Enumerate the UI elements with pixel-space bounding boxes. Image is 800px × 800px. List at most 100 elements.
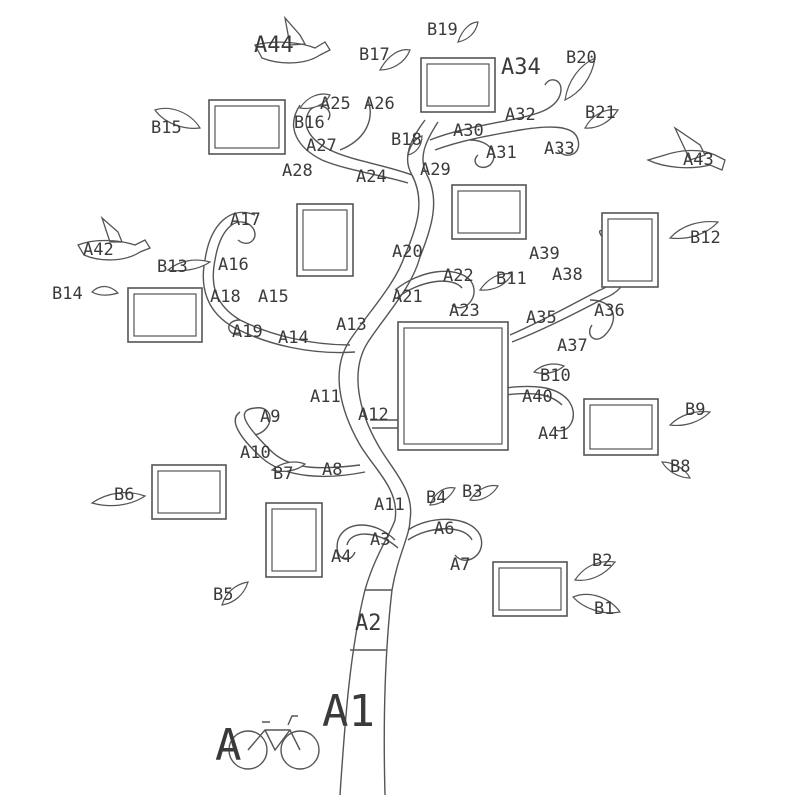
label-A21: A21 <box>392 287 423 307</box>
label-A24: A24 <box>356 167 387 187</box>
label-B14: B14 <box>52 284 83 304</box>
label-A3: A3 <box>370 530 390 550</box>
bicycle-icon <box>228 715 320 770</box>
label-A36: A36 <box>594 301 625 321</box>
leaf <box>90 492 147 507</box>
label-A29: A29 <box>420 160 451 180</box>
label-A22: A22 <box>443 266 474 286</box>
label-B19: B19 <box>427 20 458 40</box>
photo-frame <box>296 203 354 277</box>
leaf <box>378 49 411 71</box>
label-A44: A44 <box>254 33 294 58</box>
leaf <box>668 410 712 427</box>
label-A4: A4 <box>331 547 351 567</box>
leaf <box>532 363 566 374</box>
label-A37: A37 <box>557 336 588 356</box>
label-A9: A9 <box>260 407 280 427</box>
label-A43: A43 <box>683 150 714 170</box>
label-A13: A13 <box>336 315 367 335</box>
photo-frame <box>601 212 659 288</box>
label-A: A <box>215 720 242 771</box>
label-A28: A28 <box>282 161 313 181</box>
label-A30: A30 <box>453 121 484 141</box>
photo-frame <box>420 57 496 113</box>
leaf <box>571 593 622 614</box>
label-A39: A39 <box>529 244 560 264</box>
leaf <box>457 21 479 43</box>
leaf <box>429 487 456 506</box>
label-A12: A12 <box>358 405 389 425</box>
leaf <box>166 259 212 272</box>
label-A17: A17 <box>230 210 261 230</box>
photo-frame <box>583 398 659 456</box>
label-B2: B2 <box>592 551 612 571</box>
label-A35: A35 <box>526 308 557 328</box>
label-B11: B11 <box>496 269 527 289</box>
label-A33: A33 <box>544 139 575 159</box>
photo-frames <box>127 57 659 617</box>
label-B1: B1 <box>594 599 614 619</box>
photo-frame <box>492 561 568 617</box>
label-B10: B10 <box>540 366 571 386</box>
leaf <box>221 581 249 606</box>
leaf <box>668 220 720 240</box>
label-A40: A40 <box>522 387 553 407</box>
label-A31: A31 <box>486 143 517 163</box>
label-B20: B20 <box>566 48 597 68</box>
label-A15: A15 <box>258 287 289 307</box>
leaves <box>90 21 720 614</box>
label-A6: A6 <box>434 519 454 539</box>
label-A26: A26 <box>364 94 395 114</box>
label-B17: B17 <box>359 45 390 65</box>
leaf <box>584 109 620 129</box>
label-B9: B9 <box>685 400 705 420</box>
photo-frame <box>127 287 203 343</box>
label-A10: A10 <box>240 443 271 463</box>
label-B3: B3 <box>462 482 482 502</box>
leaf <box>270 461 307 472</box>
leaf <box>91 285 120 296</box>
tree-trunk <box>338 119 439 796</box>
birds <box>77 15 726 261</box>
bird <box>77 215 151 261</box>
label-B13: B13 <box>157 257 188 277</box>
bird <box>646 126 726 171</box>
label-A25: A25 <box>320 94 351 114</box>
label-A38: A38 <box>552 265 583 285</box>
label-A34: A34 <box>501 55 541 80</box>
label-A19: A19 <box>232 322 263 342</box>
label-A8: A8 <box>322 460 342 480</box>
label-A32: A32 <box>505 105 536 125</box>
label-A14: A14 <box>278 328 309 348</box>
bird <box>254 15 331 64</box>
label-B12: B12 <box>690 228 721 248</box>
label-B16: B16 <box>294 113 325 133</box>
leaf <box>573 560 617 581</box>
label-B4: B4 <box>426 488 446 508</box>
label-A18: A18 <box>210 287 241 307</box>
label-B15: B15 <box>151 118 182 138</box>
label-B18: B18 <box>391 130 422 150</box>
leaf <box>478 273 513 291</box>
leaf <box>564 56 596 102</box>
photo-frame <box>208 99 286 155</box>
label-A2: A2 <box>355 611 382 636</box>
label-B7: B7 <box>273 464 293 484</box>
label-B8: B8 <box>670 457 690 477</box>
label-A11-upper: A11 <box>310 387 341 407</box>
leaf <box>407 135 423 156</box>
label-A23: A23 <box>449 301 480 321</box>
label-A11-lower: A11 <box>374 495 405 515</box>
label-B6: B6 <box>114 485 134 505</box>
leaf <box>469 484 499 501</box>
label-A1: A1 <box>322 686 375 737</box>
leaf <box>154 107 202 129</box>
label-B5: B5 <box>213 585 233 605</box>
label-A42: A42 <box>83 240 114 260</box>
label-A7: A7 <box>450 555 470 575</box>
photo-frame <box>151 464 227 520</box>
label-A20: A20 <box>392 242 423 262</box>
label-A27: A27 <box>306 136 337 156</box>
label-A16: A16 <box>218 255 249 275</box>
